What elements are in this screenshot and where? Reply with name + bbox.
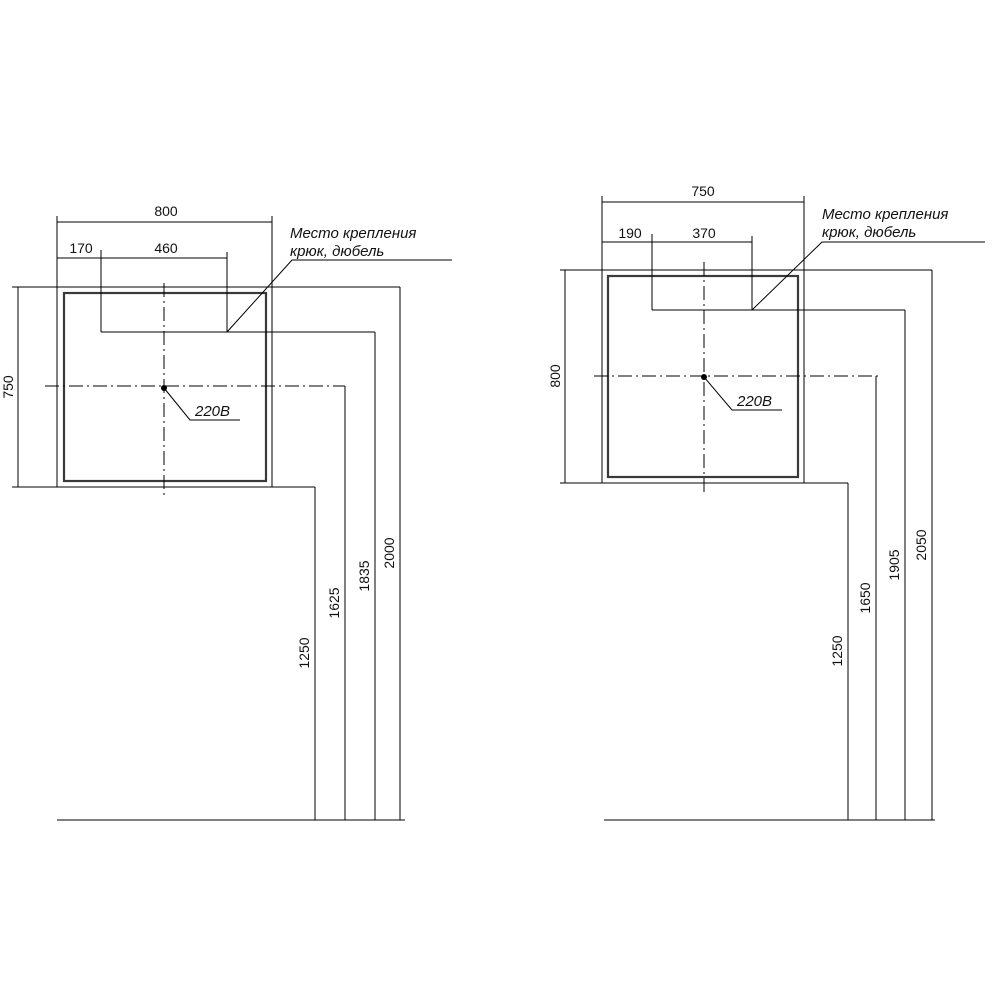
right-mount-note: Место крепления крюк, дюбель: [751, 206, 985, 311]
right-hook-dimension: 190 370: [602, 225, 905, 311]
right-height-hooks-value: 1905: [886, 549, 902, 580]
right-mount-note-line1: Место крепления: [822, 206, 948, 223]
left-height-socket-value: 1625: [326, 587, 342, 618]
left-height-hooks-value: 1835: [356, 560, 372, 591]
left-hook-dimension: 170 460: [57, 240, 375, 333]
left-width-value: 800: [154, 203, 178, 219]
left-height-bottom-value: 1250: [296, 637, 312, 668]
right-height-value: 800: [547, 364, 563, 388]
right-mount-note-line2: крюк, дюбель: [822, 224, 916, 241]
right-mirror-drawing: 750 190 370 Место крепления крюк, дюбель…: [547, 183, 985, 821]
left-socket-label: 220В: [194, 403, 230, 420]
right-height-top-value: 2050: [913, 529, 929, 560]
left-width-dimension: 800: [56, 203, 273, 287]
right-width-dimension: 750: [601, 183, 805, 270]
left-mirror-inner-frame: [62, 291, 268, 483]
right-height-1250: 1250: [829, 483, 849, 820]
left-height-1250: 1250: [296, 487, 316, 820]
right-height-1905: 1905: [886, 310, 906, 820]
right-height-dimension: 800: [547, 269, 602, 484]
left-height-1835: 1835: [356, 332, 376, 820]
right-offset-value: 190: [618, 225, 642, 241]
right-socket-label: 220В: [736, 393, 772, 410]
right-socket: 220В: [701, 374, 782, 411]
right-height-bottom-value: 1250: [829, 635, 845, 666]
left-height-2000: 2000: [381, 287, 401, 820]
left-mirror-drawing: 800 170 460 Место крепления крюк, дюбель…: [0, 203, 452, 821]
right-height-2050: 2050: [913, 270, 933, 820]
left-height-value: 750: [0, 375, 16, 399]
left-hook-spacing-value: 460: [154, 240, 178, 256]
left-height-dimension: 750: [0, 286, 57, 488]
left-mount-note: Место крепления крюк, дюбель: [226, 225, 452, 333]
left-height-1625: 1625: [326, 386, 346, 820]
right-height-1650: 1650: [857, 376, 877, 820]
left-socket: 220В: [161, 385, 240, 421]
left-mount-note-line2: крюк, дюбель: [290, 243, 384, 260]
left-mount-note-line1: Место крепления: [290, 225, 416, 242]
left-height-top-value: 2000: [381, 537, 397, 568]
right-width-value: 750: [691, 183, 715, 199]
left-offset-value: 170: [69, 240, 93, 256]
right-height-socket-value: 1650: [857, 582, 873, 613]
right-hook-spacing-value: 370: [692, 225, 716, 241]
